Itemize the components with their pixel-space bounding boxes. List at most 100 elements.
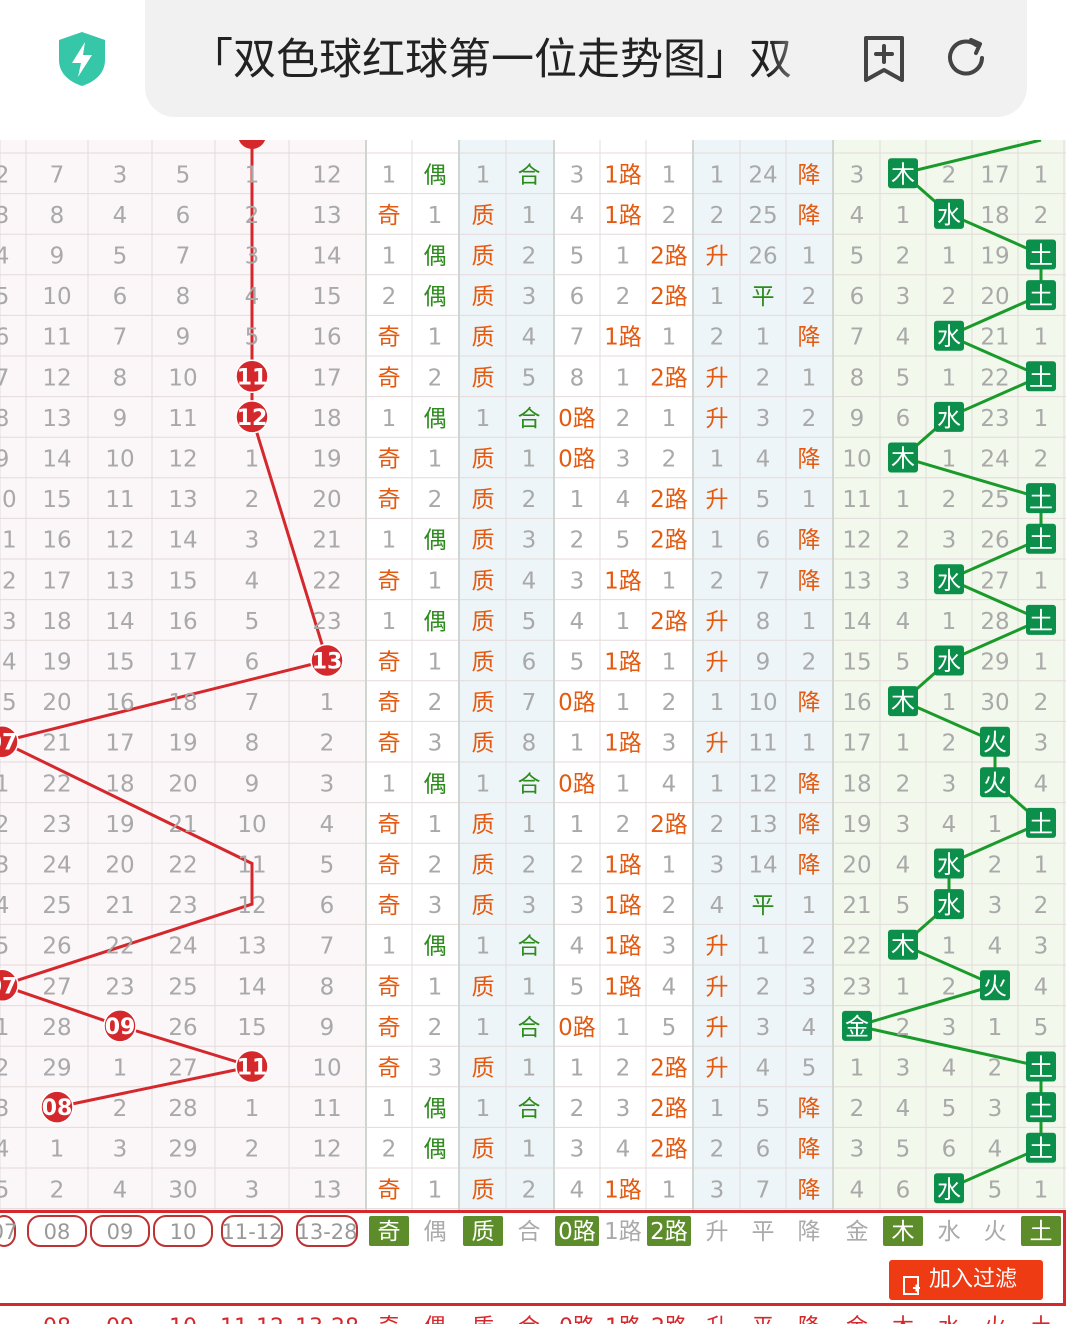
grid-cell: 3 bbox=[616, 447, 631, 473]
grid-cell: 合 bbox=[518, 934, 541, 960]
filter-button-label: 金 bbox=[846, 1219, 869, 1245]
grid-cell: 0路 bbox=[558, 1015, 596, 1041]
grid-cell: 奇 bbox=[378, 365, 401, 391]
filter-button[interactable] bbox=[1021, 1216, 1061, 1246]
grid-cell: 17 bbox=[168, 650, 197, 676]
grid-cell: 4 bbox=[896, 325, 911, 351]
grid-cell: 15 bbox=[842, 650, 871, 676]
grid-cell: 1 bbox=[756, 934, 771, 960]
grid-cell: 7 bbox=[522, 690, 537, 716]
red-ball-number: 12 bbox=[237, 406, 268, 431]
filter-button[interactable] bbox=[90, 1215, 150, 1247]
grid-cell: 28 bbox=[42, 1015, 71, 1041]
grid-cell: 3 bbox=[710, 1177, 725, 1203]
filter-button[interactable] bbox=[0, 1215, 16, 1247]
filter-button[interactable] bbox=[697, 1216, 737, 1246]
grid-cell: 5 bbox=[0, 1177, 9, 1203]
grid-cell: 1 bbox=[476, 162, 491, 188]
wuxing-label: 水 bbox=[937, 566, 961, 594]
filter-button[interactable] bbox=[929, 1216, 969, 1246]
red-ball-number: 11 bbox=[237, 365, 268, 390]
filter-button[interactable] bbox=[153, 1215, 213, 1247]
grid-cell: 26 bbox=[748, 244, 777, 270]
filter-button[interactable] bbox=[603, 1216, 643, 1246]
grid-cell: 1 bbox=[245, 162, 260, 188]
grid-cell: 1路 bbox=[604, 974, 642, 1000]
grid-cell: 4 bbox=[113, 1177, 128, 1203]
filter-button[interactable] bbox=[415, 1216, 455, 1246]
filter-button[interactable] bbox=[221, 1215, 283, 1247]
wuxing-label: 金 bbox=[845, 1013, 869, 1041]
grid-cell: 9 bbox=[245, 771, 260, 797]
grid-cell: 1 bbox=[616, 365, 631, 391]
filter-button[interactable] bbox=[463, 1216, 503, 1246]
filter-button[interactable] bbox=[369, 1216, 409, 1246]
grid-cell: 3 bbox=[245, 528, 260, 554]
bottom-cut-label: 13-28 bbox=[295, 1315, 359, 1324]
grid-cell: 3 bbox=[0, 1096, 9, 1122]
grid-cell: 1 bbox=[476, 771, 491, 797]
add-bookmark-icon[interactable] bbox=[860, 34, 908, 84]
grid-cell: 1 bbox=[522, 974, 537, 1000]
grid-cell: 9 bbox=[176, 325, 191, 351]
filter-button[interactable] bbox=[975, 1216, 1015, 1246]
grid-cell: 1路 bbox=[604, 934, 642, 960]
filter-button[interactable] bbox=[837, 1216, 877, 1246]
filter-button-label: 质 bbox=[472, 1219, 495, 1245]
grid-cell: 1 bbox=[428, 1177, 443, 1203]
grid-cell: 27 bbox=[980, 568, 1009, 594]
grid-cell: 3 bbox=[428, 1056, 443, 1082]
grid-cell: 18 bbox=[312, 406, 341, 432]
grid-cell: 3 bbox=[1034, 934, 1049, 960]
filter-button[interactable] bbox=[509, 1216, 549, 1246]
grid-cell: 2 bbox=[0, 1056, 9, 1082]
grid-cell: 0路 bbox=[558, 771, 596, 797]
grid-cell: 1 bbox=[710, 447, 725, 473]
grid-cell: 16 bbox=[312, 325, 341, 351]
reload-icon[interactable] bbox=[942, 34, 990, 82]
shield-lightning-icon[interactable] bbox=[56, 30, 108, 88]
filter-button[interactable] bbox=[647, 1216, 691, 1246]
filter-button[interactable] bbox=[743, 1216, 783, 1246]
grid-cell: 1 bbox=[570, 1056, 585, 1082]
grid-cell: 17 bbox=[42, 568, 71, 594]
grid-cell: 1 bbox=[382, 162, 397, 188]
grid-cell: 9 bbox=[50, 244, 65, 270]
filter-button[interactable] bbox=[27, 1215, 87, 1247]
grid-cell: 4 bbox=[710, 893, 725, 919]
grid-cell: 1 bbox=[1034, 406, 1049, 432]
grid-cell: 1 bbox=[662, 1177, 677, 1203]
page-title-text[interactable]: 「双色球红球第一位走势图」双 bbox=[190, 35, 792, 85]
grid-cell: 2 bbox=[1034, 893, 1049, 919]
grid-cell: 2 bbox=[570, 853, 585, 879]
wuxing-block bbox=[980, 726, 1010, 757]
add-filter-button[interactable]: 加入过滤 bbox=[889, 1260, 1043, 1300]
grid-cell: 3 bbox=[942, 1015, 957, 1041]
grid-cell: 2 bbox=[616, 1056, 631, 1082]
grid-cell: 质 bbox=[472, 568, 495, 594]
grid-cell: 13 bbox=[105, 568, 134, 594]
filter-button[interactable] bbox=[555, 1216, 599, 1246]
grid-cell: 平 bbox=[752, 284, 775, 310]
filter-button[interactable] bbox=[789, 1216, 829, 1246]
grid-cell: 升 bbox=[706, 974, 729, 1000]
grid-cell: 3 bbox=[942, 771, 957, 797]
grid-cell: 2 bbox=[662, 447, 677, 473]
filter-button[interactable] bbox=[296, 1215, 358, 1247]
grid-cell: 18 bbox=[105, 771, 134, 797]
grid-cell: 2路 bbox=[650, 365, 688, 391]
grid-cell: 14 bbox=[312, 244, 341, 270]
red-ball-number: 08 bbox=[42, 1096, 73, 1121]
grid-cell: 3 bbox=[428, 731, 443, 757]
grid-cell: 14 bbox=[42, 447, 71, 473]
wuxing-block bbox=[980, 970, 1010, 1001]
grid-cell: 4 bbox=[0, 893, 9, 919]
grid-cell: 9 bbox=[113, 406, 128, 432]
grid-cell: 22 bbox=[168, 853, 197, 879]
grid-cell: 1 bbox=[382, 609, 397, 635]
grid-cell: 1 bbox=[1034, 853, 1049, 879]
filter-button[interactable] bbox=[883, 1216, 923, 1246]
grid-cell: 奇 bbox=[378, 325, 401, 351]
address-bar[interactable] bbox=[145, 0, 1027, 117]
grid-cell: 21 bbox=[105, 893, 134, 919]
